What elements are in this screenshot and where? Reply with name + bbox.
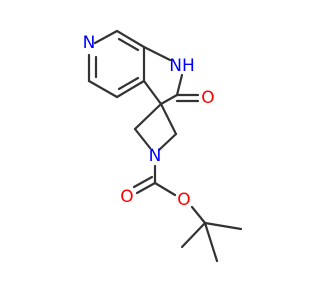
azetidine-n-label: N [149,146,162,166]
bond-nh-co [175,73,184,97]
bond-cq-ch3-left [180,221,207,249]
bond-inner-double-2 [117,76,140,91]
molecule-structure-diagram: N NH O N O O [83,29,243,263]
bond-cq-ch3-right [203,221,243,231]
lactam-nh-label: NH [169,56,195,76]
bond-spiro-c3a [142,79,163,106]
bond-inner-double-1 [117,37,140,52]
bond-cq-ch3-down [203,221,219,263]
bond-ch2-right-n [157,132,178,152]
carbonyl-o-label: O [201,88,214,108]
bond-ch2-left-spiro [133,102,163,131]
pyridine-nitrogen-atom: N [83,33,96,53]
bond-c4-c5 [87,79,119,99]
bond-n-ch2-left [133,127,152,150]
carbamate-oxygen-atom: O [120,187,133,207]
ester-o-label: O [177,190,190,210]
bond-o-cq [190,205,207,225]
carbonyl-oxygen-atom: O [201,88,214,108]
lactam-nh-atom: NH [169,56,195,76]
ester-oxygen-atom: O [177,190,190,210]
bond-c-o-double-1 [135,181,157,195]
bond-c3a-c4 [115,79,146,99]
bonds [87,29,243,263]
bond-spiro-ch2-right [159,102,178,136]
bond-n-ch [93,29,119,45]
atom-labels: N NH O N O O [83,33,215,210]
bond-c7a-nh [142,45,172,62]
bond-co-spiro [159,93,179,106]
bond-ch-c7a [115,29,146,49]
azetidine-nitrogen-atom: N [149,146,162,166]
bond-c-o-ester [153,181,177,197]
carbamate-o-label: O [120,187,133,207]
pyridine-n-label: N [83,33,96,53]
bond-c-o-double-2 [132,175,154,189]
